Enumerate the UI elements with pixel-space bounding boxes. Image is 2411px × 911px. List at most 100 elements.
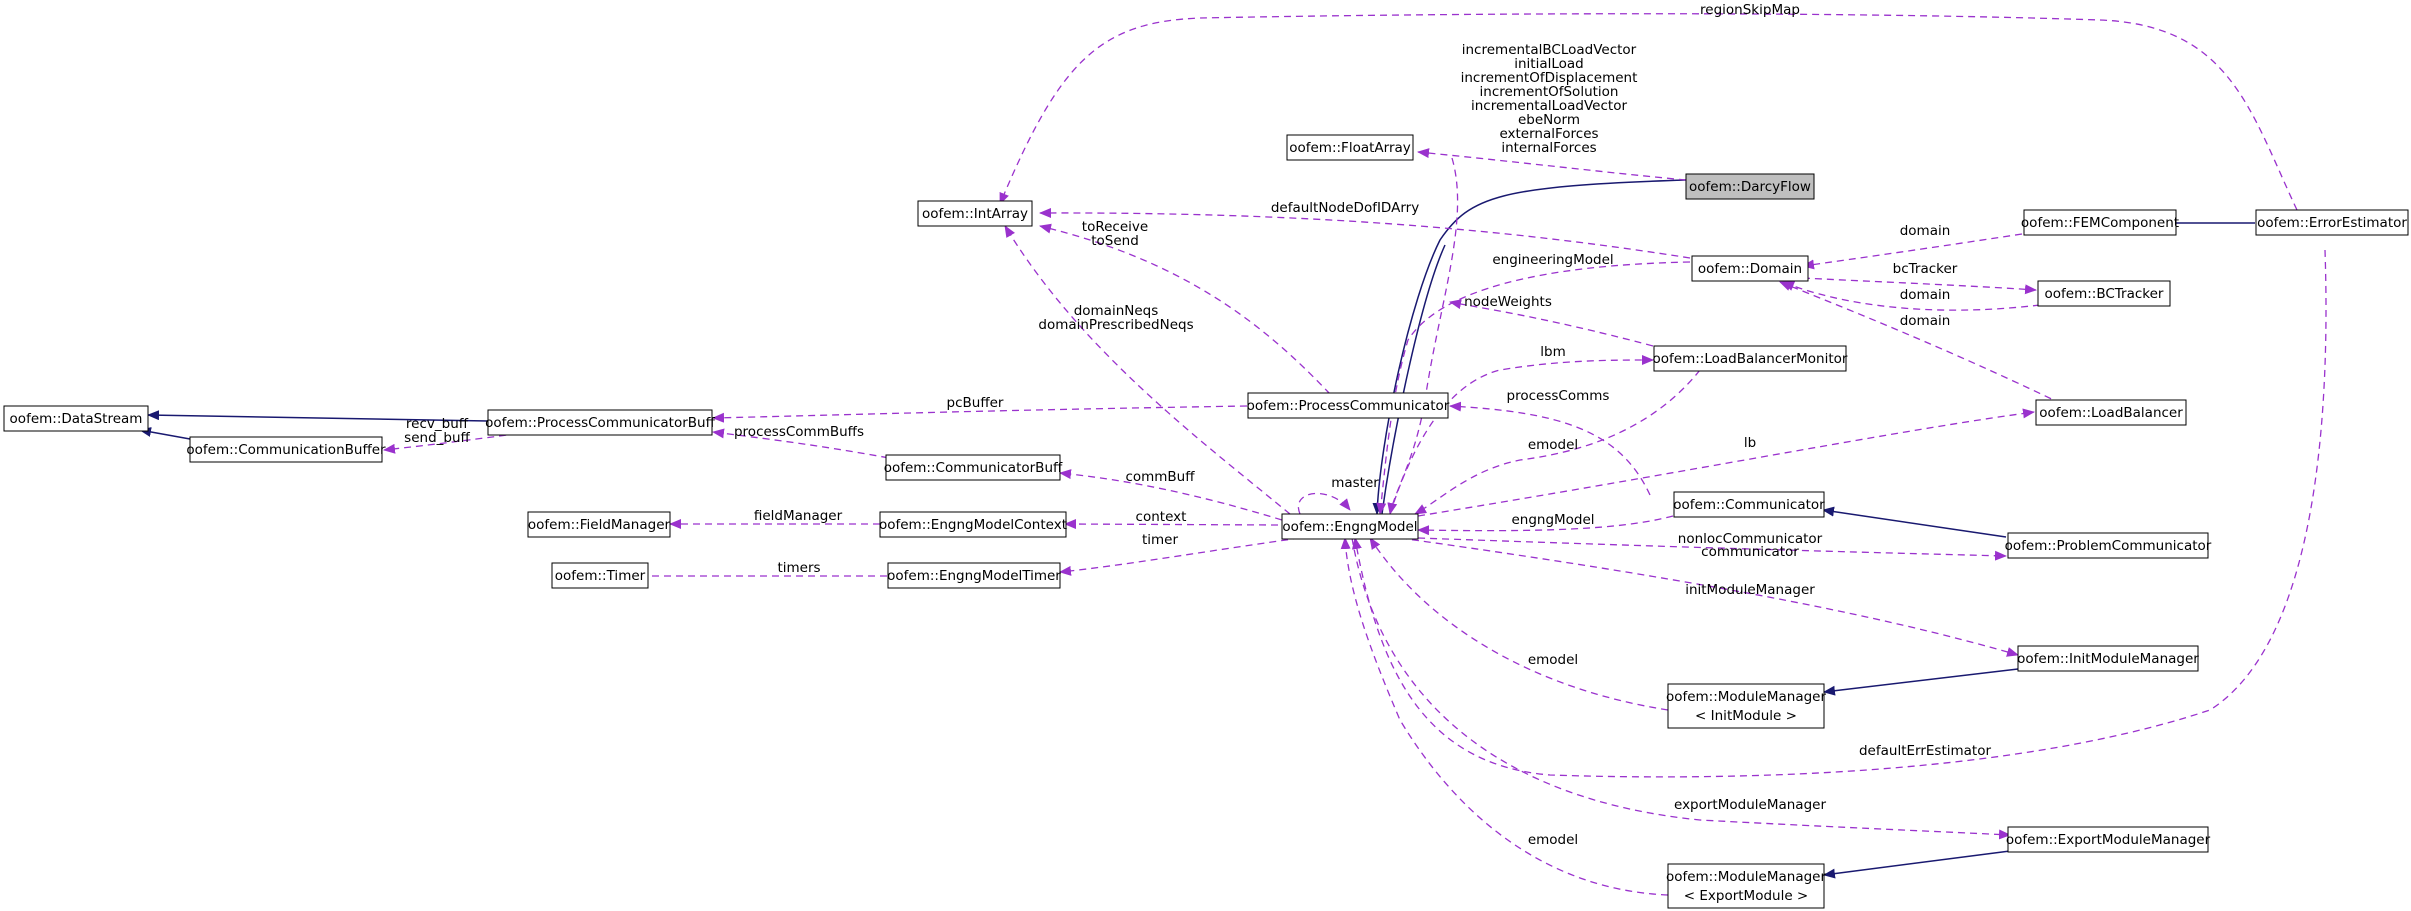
node-exportmodulemanager-box bbox=[2007, 826, 2209, 853]
edge-loadbalancer-to-domain bbox=[1779, 281, 2063, 405]
edge-communicator-to-enggmodel bbox=[1417, 515, 1674, 536]
node-communicator[interactable]: oofem::Communicator bbox=[1673, 491, 1825, 518]
node-problemcommunicator-label: oofem::ProblemCommunicator bbox=[2005, 538, 2212, 554]
edge-label-ebe-norm: ebeNorm bbox=[1518, 112, 1580, 128]
node-modulemanager-export[interactable]: oofem::ModuleManager < ExportModule > bbox=[1666, 863, 1827, 909]
edge-modulemanager-init-to-enggmodel bbox=[1369, 537, 1669, 711]
edge-label-master: master bbox=[1331, 475, 1379, 491]
node-exportmodulemanager[interactable]: oofem::ExportModuleManager bbox=[2006, 826, 2211, 853]
node-femcomponent[interactable]: oofem::FEMComponent bbox=[2021, 209, 2179, 236]
edge-label-domain-from-femcomponent: domain bbox=[1900, 223, 1951, 239]
edge-loadbalancermonitor-to-enggmodel bbox=[1449, 299, 1654, 347]
node-enggmodelcontext-label: oofem::EngngModelContext bbox=[879, 517, 1067, 533]
node-timer-label: oofem::Timer bbox=[555, 568, 646, 584]
node-datastream[interactable]: oofem::DataStream bbox=[3, 405, 149, 432]
edge-label-init-module-manager: initModuleManager bbox=[1685, 582, 1815, 598]
edge-label-context: context bbox=[1136, 509, 1187, 525]
node-communicationbuffer-label: oofem::CommunicationBuffer bbox=[186, 442, 386, 458]
edge-enggmodel-to-enggmodel-master bbox=[1297, 492, 1351, 515]
node-fieldmanager-box bbox=[527, 511, 671, 538]
node-initmodulemanager[interactable]: oofem::InitModuleManager bbox=[2017, 645, 2199, 672]
node-timer[interactable]: oofem::Timer bbox=[551, 562, 649, 589]
node-loadbalancer[interactable]: oofem::LoadBalancer bbox=[2035, 399, 2187, 426]
node-modulemanager-init-label: oofem::ModuleManager bbox=[1666, 689, 1827, 705]
edge-modulemanager-export-to-enggmodel bbox=[1340, 537, 1669, 896]
edge-label-domain-prescribed-neqs: domainPrescribedNeqs bbox=[1038, 317, 1193, 333]
edge-label-timers: timers bbox=[777, 560, 820, 576]
node-processcommunicator[interactable]: oofem::ProcessCommunicator bbox=[1247, 392, 1450, 419]
edge-label-node-weights: nodeWeights bbox=[1464, 294, 1552, 310]
node-loadbalancermonitor-label: oofem::LoadBalancerMonitor bbox=[1653, 351, 1848, 367]
edge-labels: incrementalBCLoadVector initialLoad incr… bbox=[404, 2, 1991, 848]
node-floatarray-label: oofem::FloatArray bbox=[1289, 140, 1411, 156]
node-enggmodeltimer[interactable]: oofem::EngngModelTimer bbox=[887, 562, 1061, 589]
node-errorestimator-label: oofem::ErrorEstimator bbox=[2257, 215, 2407, 231]
node-communicationbuffer[interactable]: oofem::CommunicationBuffer bbox=[186, 436, 386, 463]
node-darcyflow[interactable]: oofem::DarcyFlow bbox=[1685, 173, 1815, 200]
node-problemcommunicator-box bbox=[2007, 532, 2209, 559]
edge-enggmodel-to-problemcommunicator bbox=[1417, 537, 2007, 561]
node-bctracker[interactable]: oofem::BCTracker bbox=[2037, 280, 2171, 307]
node-processcommunicatorbuff-label: oofem::ProcessCommunicatorBuff bbox=[485, 415, 716, 431]
edge-enggmodel-to-enggmodeltimer bbox=[1059, 537, 1301, 576]
floatarray-member-labels: incrementalBCLoadVector initialLoad incr… bbox=[1461, 42, 1638, 156]
nodes: oofem::DarcyFlow oofem::EngngModel oofem… bbox=[3, 134, 2409, 909]
node-initmodulemanager-box bbox=[2017, 645, 2199, 672]
edge-label-process-comms: processComms bbox=[1507, 388, 1610, 404]
node-bctracker-label: oofem::BCTracker bbox=[2045, 286, 2164, 302]
node-modulemanager-init[interactable]: oofem::ModuleManager < InitModule > bbox=[1666, 683, 1827, 729]
node-intarray[interactable]: oofem::IntArray bbox=[917, 200, 1033, 227]
node-darcyflow-label: oofem::DarcyFlow bbox=[1689, 179, 1811, 195]
edge-processcommunicatorbuff-to-communicationbuffer bbox=[383, 431, 531, 454]
edge-domain-to-intarray bbox=[1039, 207, 1691, 259]
node-loadbalancer-box bbox=[2035, 399, 2187, 426]
node-communicatorbuff-box bbox=[885, 454, 1061, 481]
edge-initmodulemanager-to-modulemanager-init bbox=[1823, 668, 2019, 696]
edge-exportmodulemanager-to-modulemanager-export bbox=[1823, 850, 2011, 879]
edge-label-domain-from-loadbalancer: domain bbox=[1900, 313, 1951, 329]
node-exportmodulemanager-label: oofem::ExportModuleManager bbox=[2006, 832, 2211, 848]
edge-label-emodel-lbm: emodel bbox=[1528, 437, 1578, 453]
edge-label-bc-tracker: bcTracker bbox=[1893, 261, 1958, 277]
node-loadbalancermonitor[interactable]: oofem::LoadBalancerMonitor bbox=[1653, 345, 1848, 372]
node-enggmodel[interactable]: oofem::EngngModel bbox=[1281, 513, 1419, 540]
edge-bctracker-to-domain bbox=[1782, 281, 2041, 311]
edge-errorestimator-to-intarray bbox=[999, 13, 2298, 211]
node-communicatorbuff[interactable]: oofem::CommunicatorBuff bbox=[884, 454, 1063, 481]
node-intarray-label: oofem::IntArray bbox=[922, 206, 1028, 222]
edge-domain-to-enggmodel bbox=[1376, 261, 1691, 515]
node-errorestimator-box bbox=[2255, 209, 2409, 236]
node-initmodulemanager-label: oofem::InitModuleManager bbox=[2017, 651, 2199, 667]
edge-label-field-manager: fieldManager bbox=[754, 508, 843, 524]
edge-label-increment-of-solution: incrementOfSolution bbox=[1480, 84, 1619, 100]
edge-problemcommunicator-to-communicator bbox=[1822, 506, 2007, 538]
node-floatarray[interactable]: oofem::FloatArray bbox=[1286, 134, 1414, 161]
edge-enggmodel-to-intarray bbox=[1004, 225, 1291, 515]
node-processcommunicator-box bbox=[1247, 392, 1449, 419]
edge-label-engng-model: engngModel bbox=[1511, 512, 1594, 528]
node-modulemanager-init-template: < InitModule > bbox=[1695, 708, 1797, 724]
edge-label-to-receive: toReceive bbox=[1082, 219, 1148, 235]
node-femcomponent-label: oofem::FEMComponent bbox=[2021, 215, 2179, 231]
node-enggmodelcontext-box bbox=[879, 511, 1067, 538]
edge-label-recv-buff: recv_buff bbox=[406, 416, 469, 432]
edge-label-internal-forces: internalForces bbox=[1501, 140, 1596, 156]
edge-loadbalancermonitor-to-enggmodel-emodel bbox=[1414, 369, 1701, 515]
edge-label-nonloc-communicator: nonlocCommunicator bbox=[1678, 531, 1823, 547]
node-domain[interactable]: oofem::Domain bbox=[1691, 255, 1809, 282]
node-problemcommunicator[interactable]: oofem::ProblemCommunicator bbox=[2005, 532, 2212, 559]
node-errorestimator[interactable]: oofem::ErrorEstimator bbox=[2255, 209, 2409, 236]
edge-label-emodel-export: emodel bbox=[1528, 832, 1578, 848]
edge-label-region-skip-map: regionSkipMap bbox=[1700, 2, 1800, 18]
node-enggmodel-label: oofem::EngngModel bbox=[1282, 519, 1417, 535]
edge-domain-to-bctracker bbox=[1802, 277, 2037, 295]
node-modulemanager-export-template: < ExportModule > bbox=[1684, 888, 1809, 904]
node-processcommunicatorbuff[interactable]: oofem::ProcessCommunicatorBuff bbox=[485, 409, 716, 436]
node-loadbalancermonitor-box bbox=[1653, 345, 1847, 372]
node-enggmodelcontext[interactable]: oofem::EngngModelContext bbox=[879, 511, 1067, 538]
usage-edges bbox=[383, 13, 2327, 896]
edge-label-communicator: communicator bbox=[1701, 544, 1799, 560]
edge-label-increment-of-displacement: incrementOfDisplacement bbox=[1461, 70, 1638, 86]
node-fieldmanager[interactable]: oofem::FieldManager bbox=[527, 511, 671, 538]
node-processcommunicatorbuff-box bbox=[487, 409, 713, 436]
